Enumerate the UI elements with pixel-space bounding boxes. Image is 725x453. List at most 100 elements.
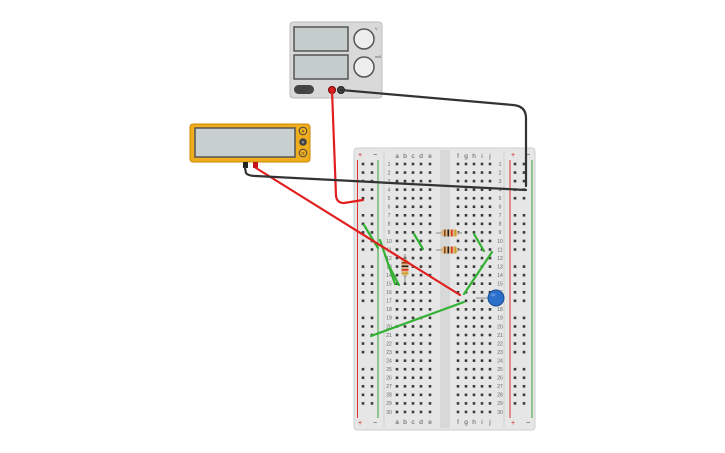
rail-hole[interactable] xyxy=(513,402,517,405)
hole[interactable] xyxy=(395,385,399,388)
hole[interactable] xyxy=(395,342,399,345)
hole[interactable] xyxy=(428,316,432,320)
hole[interactable] xyxy=(472,316,476,320)
hole[interactable] xyxy=(472,385,476,388)
rail-hole[interactable] xyxy=(361,350,365,354)
hole[interactable] xyxy=(419,179,423,183)
hole[interactable] xyxy=(488,239,492,243)
hole[interactable] xyxy=(403,308,407,311)
hole[interactable] xyxy=(464,179,468,183)
hole[interactable] xyxy=(464,248,468,251)
hole[interactable] xyxy=(456,282,460,285)
rail-hole[interactable] xyxy=(370,290,374,294)
hole[interactable] xyxy=(480,256,484,260)
rail-hole[interactable] xyxy=(370,171,374,174)
hole[interactable] xyxy=(411,299,415,303)
hole[interactable] xyxy=(428,162,432,166)
rail-hole[interactable] xyxy=(361,367,365,371)
hole[interactable] xyxy=(403,393,407,397)
hole[interactable] xyxy=(411,316,415,320)
hole[interactable] xyxy=(456,376,460,380)
rail-hole[interactable] xyxy=(513,342,517,345)
hole[interactable] xyxy=(403,205,407,209)
hole[interactable] xyxy=(456,205,460,209)
hole[interactable] xyxy=(395,265,399,268)
hole[interactable] xyxy=(488,376,492,380)
hole[interactable] xyxy=(480,290,484,294)
hole[interactable] xyxy=(488,196,492,200)
positive-wires[interactable] xyxy=(254,88,462,297)
rail-hole[interactable] xyxy=(513,376,517,380)
hole[interactable] xyxy=(419,393,423,397)
hole[interactable] xyxy=(411,256,415,260)
hole[interactable] xyxy=(395,316,399,320)
hole[interactable] xyxy=(411,273,415,277)
hole[interactable] xyxy=(403,325,407,328)
probe-black-wire[interactable] xyxy=(243,166,528,192)
hole[interactable] xyxy=(419,256,423,260)
rail-hole[interactable] xyxy=(522,333,526,337)
hole[interactable] xyxy=(395,162,399,166)
hole[interactable] xyxy=(456,239,460,243)
hole[interactable] xyxy=(419,248,423,251)
hole[interactable] xyxy=(419,402,423,405)
hole[interactable] xyxy=(403,376,407,380)
hole[interactable] xyxy=(464,308,468,311)
hole[interactable] xyxy=(403,342,407,345)
hole[interactable] xyxy=(472,359,476,362)
hole[interactable] xyxy=(403,214,407,217)
hole[interactable] xyxy=(464,376,468,380)
hole[interactable] xyxy=(419,325,423,328)
current-knob[interactable] xyxy=(353,56,375,78)
rail-hole[interactable] xyxy=(361,265,365,268)
rail-hole[interactable] xyxy=(370,188,374,191)
hole[interactable] xyxy=(456,162,460,166)
hole[interactable] xyxy=(464,231,468,234)
hole[interactable] xyxy=(411,402,415,405)
rail-hole[interactable] xyxy=(370,376,374,380)
hole[interactable] xyxy=(472,282,476,285)
rail-hole[interactable] xyxy=(361,342,365,345)
hole[interactable] xyxy=(488,385,492,388)
jumper-3[interactable] xyxy=(412,232,425,251)
hole[interactable] xyxy=(419,342,423,345)
hole[interactable] xyxy=(428,179,432,183)
rail-hole[interactable] xyxy=(522,325,526,328)
hole[interactable] xyxy=(472,308,476,311)
hole[interactable] xyxy=(456,299,460,303)
rail-hole[interactable] xyxy=(361,385,365,388)
hole[interactable] xyxy=(403,171,407,174)
rail-hole[interactable] xyxy=(513,171,517,174)
rail-hole[interactable] xyxy=(361,333,365,337)
hole[interactable] xyxy=(395,393,399,397)
hole[interactable] xyxy=(403,367,407,371)
ground-wires[interactable] xyxy=(243,88,528,192)
rail-hole[interactable] xyxy=(513,231,517,234)
hole[interactable] xyxy=(480,214,484,217)
hole[interactable] xyxy=(395,282,399,285)
hole[interactable] xyxy=(419,299,423,303)
hole[interactable] xyxy=(411,239,415,243)
rail-hole[interactable] xyxy=(361,282,365,285)
jumper-1[interactable] xyxy=(362,223,380,250)
hole[interactable] xyxy=(411,171,415,174)
rail-hole[interactable] xyxy=(361,188,365,191)
jumper-4[interactable] xyxy=(472,232,486,253)
rail-hole[interactable] xyxy=(522,350,526,354)
hole[interactable] xyxy=(395,188,399,191)
jumper-5[interactable] xyxy=(462,250,494,296)
power-switch[interactable] xyxy=(294,85,314,94)
rail-hole[interactable] xyxy=(513,196,517,200)
hole[interactable] xyxy=(403,316,407,320)
rail-hole[interactable] xyxy=(513,179,517,183)
hole[interactable] xyxy=(456,410,460,414)
hole[interactable] xyxy=(428,231,432,234)
hole[interactable] xyxy=(472,376,476,380)
hole[interactable] xyxy=(428,282,432,285)
hole[interactable] xyxy=(480,282,484,285)
rail-hole[interactable] xyxy=(522,299,526,303)
hole[interactable] xyxy=(428,342,432,345)
hole[interactable] xyxy=(428,410,432,414)
hole[interactable] xyxy=(456,222,460,226)
hole[interactable] xyxy=(480,342,484,345)
